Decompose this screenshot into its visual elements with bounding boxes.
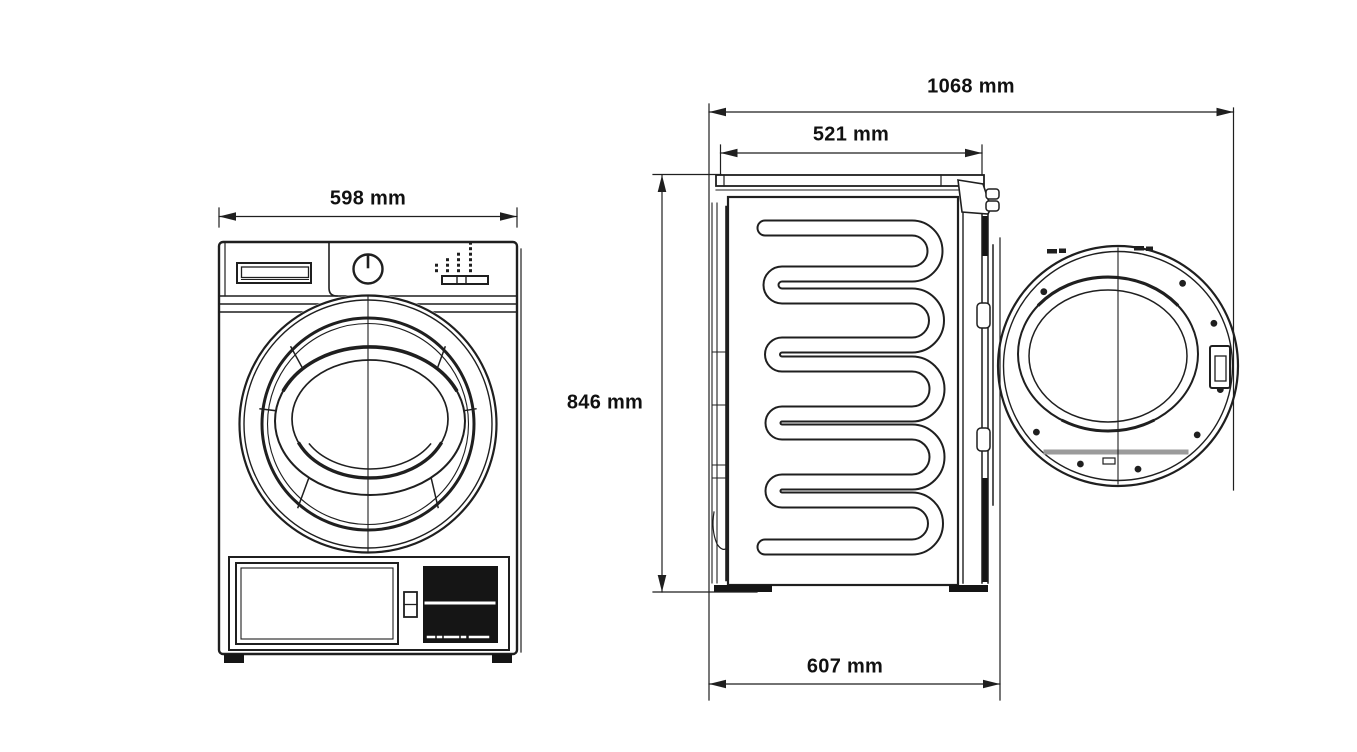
- dimension-front-width: [218, 207, 518, 228]
- back-panel-edge: [711, 202, 729, 584]
- door-latch: [1209, 345, 1231, 389]
- condenser-drawer: [235, 562, 399, 645]
- foot-right: [492, 654, 512, 663]
- dimension-height: [652, 173, 758, 593]
- foot-left: [224, 654, 244, 663]
- dimension-label-height: 846 mm: [566, 391, 644, 414]
- dimension-label-front-width: 598 mm: [329, 187, 407, 210]
- detergent-drawer: [236, 262, 312, 284]
- open-door: [996, 244, 1240, 488]
- kick-panel: [224, 556, 512, 663]
- dimension-lines: [218, 103, 1235, 701]
- top-view-door-open: [711, 174, 1240, 592]
- dimension-overall-depth: [708, 103, 1235, 701]
- top-lid: [715, 174, 985, 187]
- dimension-label-body-top-depth: 521 mm: [812, 123, 890, 146]
- front-view: [217, 240, 522, 663]
- porthole-door: [238, 294, 498, 554]
- button-strip: [441, 275, 489, 285]
- top-body: [726, 195, 960, 587]
- dimension-body-top-depth: [719, 144, 983, 176]
- indicator-dots: [435, 241, 472, 273]
- top-foot-right: [949, 585, 988, 592]
- top-foot-left: [714, 585, 772, 592]
- door-hinge: [957, 179, 1000, 584]
- dimension-label-body-depth: 607 mm: [806, 655, 884, 678]
- door-screws: [1033, 246, 1224, 473]
- vent-grille: [423, 566, 498, 643]
- dimension-body-depth: [708, 237, 1001, 701]
- dimension-label-overall-depth: 1068 mm: [927, 75, 1015, 98]
- embossed-serpentine: [756, 219, 946, 556]
